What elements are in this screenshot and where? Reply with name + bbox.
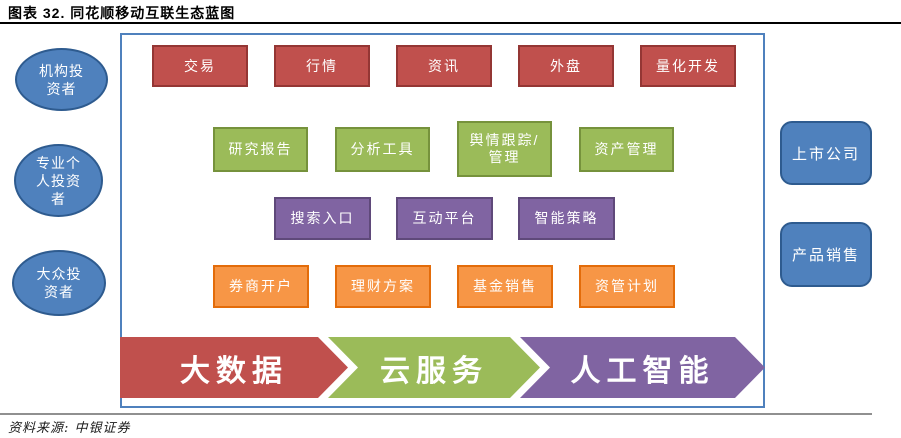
box-asset-management: 资产管理 [579,127,674,172]
arrow-artificial-intelligence: 人工智能 [520,337,765,398]
box-trading: 交易 [152,45,248,87]
box-fund-sales: 基金销售 [457,265,553,308]
box-analysis-tools: 分析工具 [335,127,430,172]
box-quotes: 行情 [274,45,370,87]
box-asset-plans: 资管计划 [579,265,675,308]
box-overseas-markets: 外盘 [518,45,614,87]
source-divider [0,413,872,415]
box-interactive-platform: 互动平台 [396,197,493,240]
box-quant-development: 量化开发 [640,45,736,87]
source-note: 资料来源: 中银证券 [8,421,131,436]
box-sentiment-tracking: 舆情跟踪/ 管理 [457,121,552,177]
ellipse-professional-individual-investors: 专业个 人投资 者 [14,144,103,217]
box-smart-strategy: 智能策略 [518,197,615,240]
box-search-portal: 搜索入口 [274,197,371,240]
box-wealth-plans: 理财方案 [335,265,431,308]
box-broker-account-opening: 券商开户 [213,265,309,308]
figure-title: 图表 32. 同花顺移动互联生态蓝图 [8,5,236,21]
arrow-big-data: 大数据 [120,337,348,398]
ellipse-retail-investors: 大众投 资者 [12,250,106,316]
title-underline [0,22,901,24]
box-news: 资讯 [396,45,492,87]
box-research-reports: 研究报告 [213,127,308,172]
ellipse-institutional-investors: 机构投 资者 [15,48,108,111]
box-product-sales: 产品销售 [780,222,872,287]
arrow-cloud-services: 云服务 [328,337,540,398]
box-listed-companies: 上市公司 [780,121,872,185]
